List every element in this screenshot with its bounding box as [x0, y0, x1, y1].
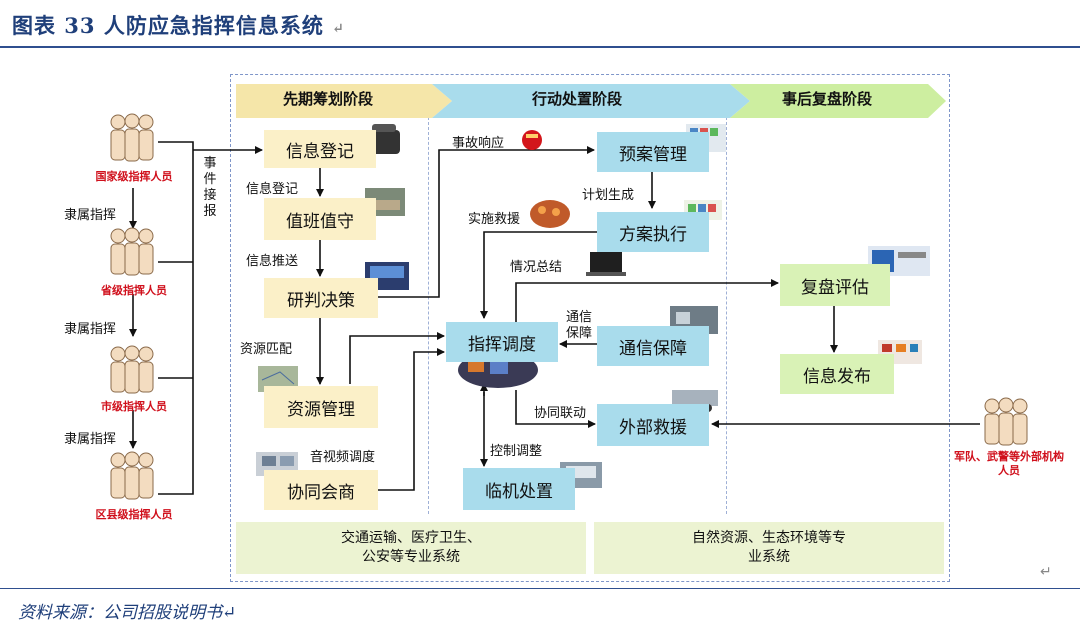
- consult-box: 协同会商: [264, 470, 378, 510]
- edge-label-coordination: 协同联动: [534, 406, 587, 421]
- subordinate-label: 隶属指挥: [64, 322, 117, 337]
- judgment-box: 研判决策: [264, 278, 378, 318]
- edge-label-av-dispatch: 音视频调度: [310, 450, 376, 465]
- bottom-left-line: 交通运输、医疗卫生、: [341, 530, 481, 546]
- professional-systems-right: 自然资源、生态环境等专 业系统: [594, 522, 944, 574]
- phase-banner-1: [236, 84, 452, 118]
- district-personnel-label: 区县级指挥人员: [95, 508, 173, 521]
- subordinate-label: 隶属指挥: [64, 208, 117, 223]
- bottom-left-line: 公安等专业系统: [362, 549, 460, 565]
- personnel-group-icon: [110, 113, 1028, 500]
- duty-box: 值班值守: [264, 198, 376, 240]
- edge-label-info-register: 信息登记: [246, 182, 299, 197]
- city-personnel-label: 市级指挥人员: [101, 400, 167, 413]
- phase-banner-2: [432, 84, 750, 118]
- edge-label-comm-guarantee: 通信保障: [566, 310, 593, 341]
- plan-exec-box: 方案执行: [597, 212, 709, 252]
- provincial-personnel-label: 省级指挥人员: [101, 284, 167, 297]
- subordinate-label: 隶属指挥: [64, 432, 117, 447]
- edge-label-incident-response: 事故响应: [452, 136, 505, 151]
- edge-label-resource-match: 资源匹配: [240, 342, 293, 357]
- onsite-box: 临机处置: [463, 468, 575, 510]
- phase-label: 事后复盘阶段: [782, 90, 873, 108]
- plan-mgmt-box: 预案管理: [597, 132, 709, 172]
- edge-label-situation-summary: 情况总结: [510, 260, 563, 275]
- resource-mgmt-box: 资源管理: [264, 386, 378, 428]
- review-box: 复盘评估: [780, 264, 890, 306]
- comm-box: 通信保障: [597, 326, 709, 366]
- phase-divider: [428, 112, 429, 514]
- phase-label: 行动处置阶段: [532, 90, 623, 108]
- phase-divider: [726, 112, 727, 514]
- figure-title: 图表 33 人防应急指挥信息系统 ↵: [12, 13, 345, 38]
- phase-banner-3: [730, 84, 946, 118]
- alarm-icon: [522, 130, 542, 150]
- release-box: 信息发布: [780, 354, 894, 394]
- edge-label-plan-generate: 计划生成: [582, 188, 635, 203]
- title-rule: [0, 46, 1080, 48]
- system-frame: [230, 74, 950, 582]
- laptop-icon: [586, 252, 626, 276]
- rescue-team-icon: [530, 200, 570, 228]
- dispatch-box: 指挥调度: [446, 322, 558, 362]
- rescue-box: 外部救援: [597, 404, 709, 446]
- return-mark: ↵: [1040, 564, 1052, 580]
- external-personnel-label: 军队、武警等外部机构人员: [954, 450, 1064, 477]
- phone-icon: [368, 124, 400, 154]
- professional-systems-left: 交通运输、医疗卫生、 公安等专业系统: [236, 522, 586, 574]
- edge-label-control-adjust: 控制调整: [490, 444, 543, 459]
- phase-label: 先期筹划阶段: [283, 90, 374, 108]
- edge-label-implement-rescue: 实施救援: [468, 212, 521, 227]
- event-report-label: 事件接报: [203, 156, 217, 219]
- source-rule: [0, 588, 1080, 589]
- bottom-right-line: 业系统: [748, 549, 790, 565]
- source-note: 资料来源：公司招股说明书↵: [18, 603, 237, 623]
- national-personnel-label: 国家级指挥人员: [95, 170, 173, 183]
- info-register-box: 信息登记: [264, 130, 376, 168]
- edge-label-info-push: 信息推送: [246, 254, 299, 269]
- control-room-icon: [365, 262, 409, 290]
- bottom-right-line: 自然资源、生态环境等专: [692, 530, 846, 546]
